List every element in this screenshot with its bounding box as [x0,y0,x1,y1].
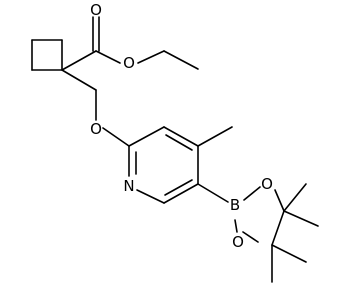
bond [61,69,97,91]
pyridine-ring [128,126,233,204]
methyl-bond [283,210,319,227]
bond [163,183,199,204]
boronate-oxygen-lower-label: O [232,233,244,251]
methyl-bond [283,183,307,212]
bond [243,186,261,201]
boronate-oxygen-upper-label: O [261,175,273,193]
bond [128,126,165,147]
bond [197,183,229,203]
methylene-ether-linker [61,69,130,147]
bond [163,50,199,70]
bond [137,50,165,64]
bond [242,231,259,243]
bond [61,50,97,71]
ethyl-ester-group [61,16,199,71]
aromatic-inner-bond [164,179,193,196]
ester-oxygen-label: O [123,54,135,72]
bond [163,126,199,147]
aromatic-inner-bond [165,134,193,151]
methyl-bond [197,126,233,147]
bond [95,50,121,64]
cyclobutane-ring [31,39,63,71]
bond [234,219,238,233]
bond [271,210,285,246]
carbonyl-oxygen-label: O [90,1,102,19]
bond [102,127,130,147]
ether-oxygen-label: O [90,120,102,138]
bond [136,189,165,204]
pyridine-nitrogen-label: N [123,177,134,195]
pinacol-boronate-group [197,183,319,283]
methyl-bond [271,244,307,263]
bond [274,189,285,212]
boron-label: B [230,196,240,214]
